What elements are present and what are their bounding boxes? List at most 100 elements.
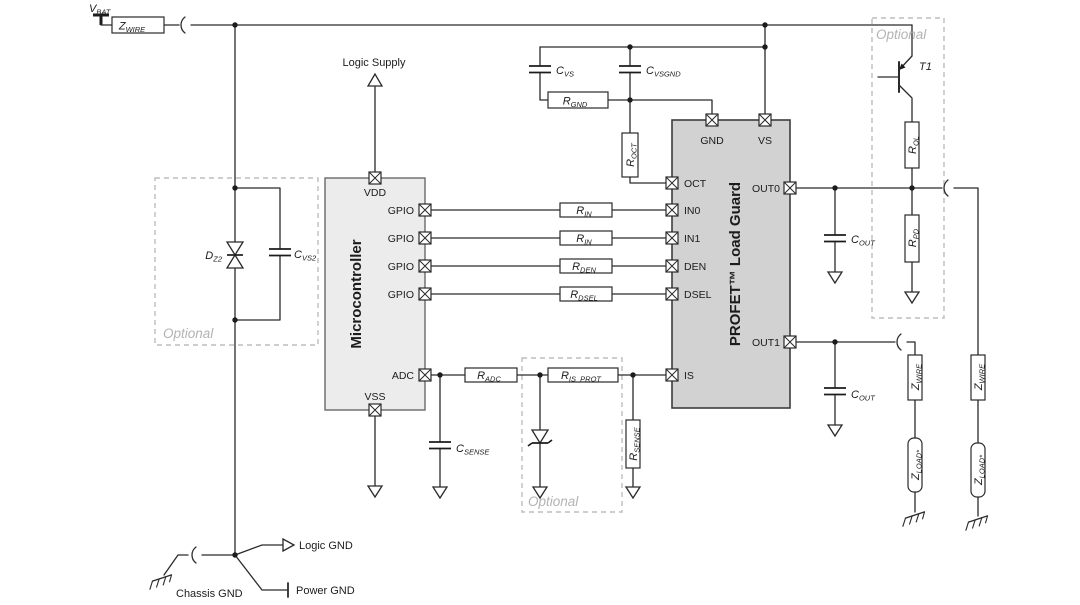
- label-rgnd: RGND: [563, 96, 588, 110]
- components: [111, 16, 986, 498]
- profet-pin-vs: [758, 113, 772, 127]
- pin-label-vdd: VDD: [364, 187, 387, 199]
- optional-box-open-load: [871, 17, 945, 319]
- microcontroller-body: [324, 177, 426, 411]
- pin-label-vss: VSS: [364, 391, 385, 403]
- pin-label-gpio1: GPIO: [388, 233, 414, 245]
- mcu-pin-gpio1: [418, 231, 432, 245]
- profet-pin-gnd: [705, 113, 719, 127]
- label-roct: ROCT: [625, 142, 639, 167]
- connector-icon: [191, 546, 197, 564]
- label-risprot: RIS_PROT: [561, 370, 602, 384]
- label-cvsgnd: CVSGND: [646, 65, 681, 79]
- label-rden: RDEN: [572, 261, 596, 275]
- capacitor-cvs2: [269, 248, 291, 257]
- label-logic-gnd: Logic GND: [299, 540, 353, 552]
- pin-label-gpio0: GPIO: [388, 205, 414, 217]
- optional-label-right: Optional: [876, 27, 927, 42]
- label-rol: ROL: [907, 136, 921, 154]
- profet-pin-in0: [665, 203, 679, 217]
- label-vbat: VBAT: [89, 3, 112, 17]
- label-rsense: RSENSE: [628, 426, 642, 460]
- resistor-zwire-supply: [111, 16, 165, 34]
- pin-label-vs: VS: [758, 135, 772, 147]
- junction-dots: [232, 22, 915, 558]
- resistor-rin1: [559, 230, 613, 246]
- optional-box-supply-clamp: [154, 177, 319, 346]
- label-csense: CSENSE: [456, 443, 490, 457]
- pin-label-gpio3: GPIO: [388, 289, 414, 301]
- connector-symbols: [180, 16, 949, 564]
- resistor-zwire-out1: [907, 354, 923, 401]
- connector-icon: [896, 333, 902, 351]
- resistor-rol: [904, 121, 920, 169]
- label-logic-supply: Logic Supply: [343, 57, 406, 69]
- connector-icon: [943, 179, 949, 197]
- profet-pin-in1: [665, 231, 679, 245]
- label-cout1: COUT: [851, 389, 876, 403]
- mcu-pin-vdd: [368, 171, 382, 185]
- label-cvs: CVS: [556, 65, 574, 79]
- pin-label-in1: IN1: [684, 233, 701, 245]
- pin-label-gnd: GND: [700, 135, 724, 147]
- pin-label-out0: OUT0: [752, 183, 780, 195]
- label-zload-out1: ZLOAD*: [910, 449, 924, 481]
- wires: [93, 13, 979, 591]
- label-rpd: RPD: [907, 228, 921, 247]
- load-zload-out1: [907, 437, 923, 493]
- mcu-pin-adc: [418, 368, 432, 382]
- mcu-pin-gpio0: [418, 203, 432, 217]
- optional-label-center: Optional: [528, 494, 579, 509]
- label-radc: RADC: [477, 370, 501, 384]
- capacitor-cvs: [529, 65, 551, 74]
- mcu-pin-gpio2: [418, 259, 432, 273]
- transistor-t1: [877, 55, 913, 99]
- resistor-risprot: [547, 367, 619, 383]
- pin-label-is: IS: [684, 370, 694, 382]
- resistor-rgnd: [547, 91, 609, 109]
- capacitor-cout1: [824, 387, 846, 396]
- resistor-rpd: [904, 214, 920, 263]
- profet-pin-out1: [783, 335, 797, 349]
- resistor-rden: [559, 258, 613, 274]
- diode-dz2: [225, 241, 245, 269]
- pin-label-in0: IN0: [684, 205, 701, 217]
- pin-label-gpio2: GPIO: [388, 261, 414, 273]
- capacitor-cout0: [824, 234, 846, 243]
- connector-icon: [180, 16, 186, 34]
- label-zwire-out0: ZWIRE: [973, 363, 987, 391]
- label-dz2: DZ2: [205, 250, 223, 264]
- optional-box-is-protection: [521, 357, 623, 513]
- label-rdsel: RDSEL: [570, 289, 598, 303]
- resistor-radc: [464, 367, 518, 383]
- profet-pin-dsel: [665, 287, 679, 301]
- pin-label-out1: OUT1: [752, 337, 780, 349]
- capacitor-csense: [429, 441, 451, 450]
- profet-pin-oct: [665, 176, 679, 190]
- resistor-rsense: [625, 419, 641, 469]
- resistor-zwire-out0: [970, 354, 986, 401]
- profet-pin-is: [665, 368, 679, 382]
- label-zwire-out1: ZWIRE: [910, 363, 924, 391]
- profet-pin-den: [665, 259, 679, 273]
- mcu-pin-vss: [368, 403, 382, 417]
- label-zload-out0: ZLOAD*: [973, 454, 987, 486]
- label-t1: T1: [919, 61, 932, 73]
- label-chassis-gnd: Chassis GND: [176, 588, 243, 600]
- profet-pin-out0: [783, 181, 797, 195]
- pin-label-den: DEN: [684, 261, 706, 273]
- resistor-rdsel: [559, 286, 613, 302]
- profet-body: [671, 119, 791, 409]
- logic-gnd-arrow-icon: [282, 537, 296, 553]
- mcu-pin-gpio3: [418, 287, 432, 301]
- mcu-title: Microcontroller: [348, 239, 365, 348]
- optional-label-left: Optional: [163, 326, 214, 341]
- logic-supply-arrow-icon: [366, 72, 384, 87]
- capacitors: [269, 65, 846, 450]
- label-power-gnd: Power GND: [296, 585, 355, 597]
- profet-title: PROFET™ Load Guard: [727, 182, 744, 346]
- label-rin1: RIN: [576, 233, 592, 247]
